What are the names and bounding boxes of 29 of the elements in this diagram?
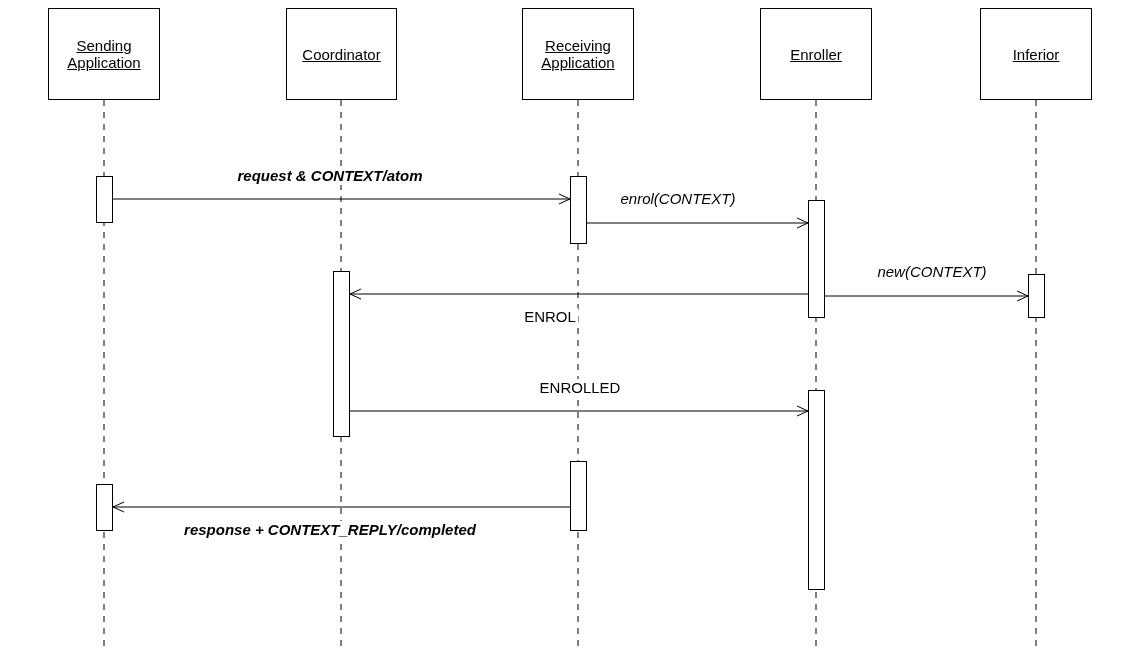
participant-name: Coordinator [302, 45, 381, 63]
activation-bar [96, 176, 113, 223]
edge-label: request & CONTEXT/atom [235, 167, 425, 185]
lifeline-header [980, 8, 1092, 100]
arrow [586, 217, 809, 229]
activation-bar [808, 390, 825, 590]
edge-label: response + CONTEXT_REPLY/completed [182, 521, 478, 539]
lifeline-header [48, 8, 160, 100]
participant-name: Inferior [1012, 45, 1060, 63]
arrow [112, 193, 571, 205]
lifeline-header [286, 8, 397, 100]
edge-label: enrol(CONTEXT) [618, 190, 738, 208]
lifeline-header [522, 8, 634, 100]
participant-name: Enroller [790, 45, 842, 63]
activation-bar [1028, 274, 1045, 318]
lifeline-header [760, 8, 872, 100]
activation-bar [570, 461, 587, 531]
arrow [349, 405, 809, 417]
activation-bar [570, 176, 587, 244]
activation-bar [96, 484, 113, 531]
arrow [112, 501, 571, 513]
participant-name: Sending Application [66, 37, 142, 71]
participant-name: Receiving Application [540, 37, 616, 71]
activation-bar [808, 200, 825, 318]
activation-bar [333, 271, 350, 437]
arrow [824, 290, 1029, 302]
arrow [349, 288, 809, 300]
edge-label: ENROLLED [537, 379, 623, 397]
edge-label: new(CONTEXT) [875, 263, 989, 281]
